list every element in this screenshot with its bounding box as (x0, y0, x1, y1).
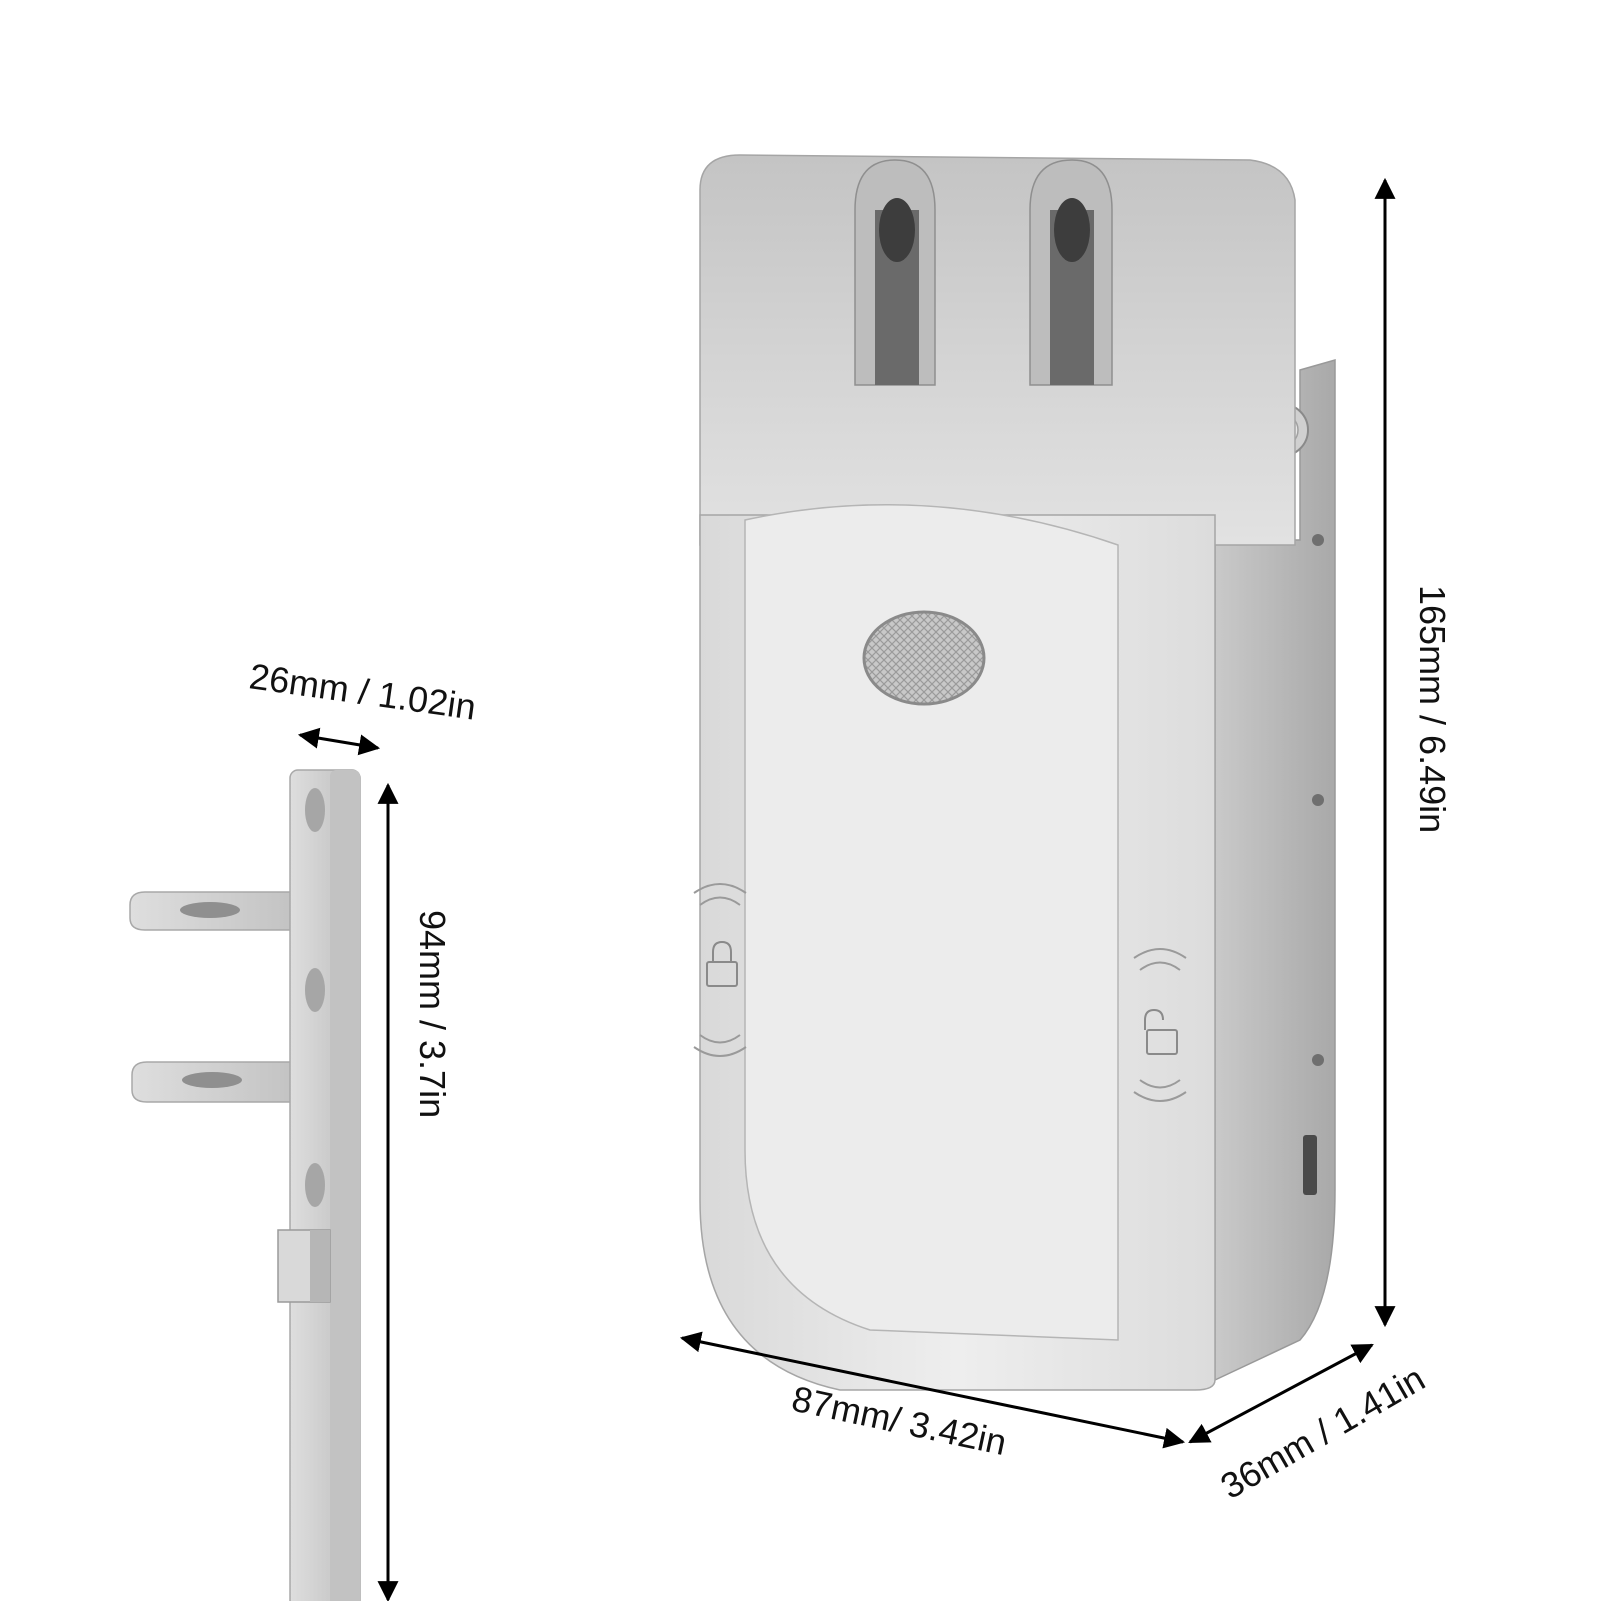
strike-width-dimension: 26mm / 1.02in (247, 655, 479, 756)
strike-screw-hole-1 (305, 788, 325, 832)
side-screw-3 (1312, 1054, 1324, 1066)
strike-screw-hole-2 (305, 968, 325, 1012)
lock-button-area (693, 883, 747, 1057)
strike-upper-hole (180, 902, 240, 918)
unlock-button-area (1133, 948, 1187, 1102)
lock-front-cover (744, 504, 1119, 1341)
strike-height-label: 94mm / 3.7in (412, 910, 453, 1118)
strike-lower-hole (182, 1072, 242, 1088)
signal-waves-icon (1133, 948, 1187, 1102)
lock-open-icon (1144, 1008, 1178, 1055)
lock-depth-label: 36mm / 1.41in (1214, 1357, 1432, 1507)
bolt-right (1029, 159, 1113, 386)
signal-waves-icon (693, 883, 747, 1057)
lock-top-housing (699, 154, 1296, 546)
side-screw-1 (1312, 534, 1324, 546)
lock-closed-icon (706, 940, 738, 987)
strike-screw-hole-3 (305, 1163, 325, 1207)
lock-side-panel (1214, 359, 1336, 1382)
strike-width-label: 26mm / 1.02in (247, 655, 479, 727)
lock-height-label: 165mm / 6.49in (1412, 585, 1453, 833)
side-screw-2 (1312, 794, 1324, 806)
lock-height-dimension: 165mm / 6.49in (1374, 177, 1453, 1328)
indicator-light (862, 610, 986, 706)
strike-height-dimension: 94mm / 3.7in (377, 782, 453, 1601)
strike-plate (129, 769, 361, 1601)
bolt-left (854, 159, 936, 386)
lock-body (693, 154, 1336, 1391)
usb-port (1303, 1135, 1317, 1195)
